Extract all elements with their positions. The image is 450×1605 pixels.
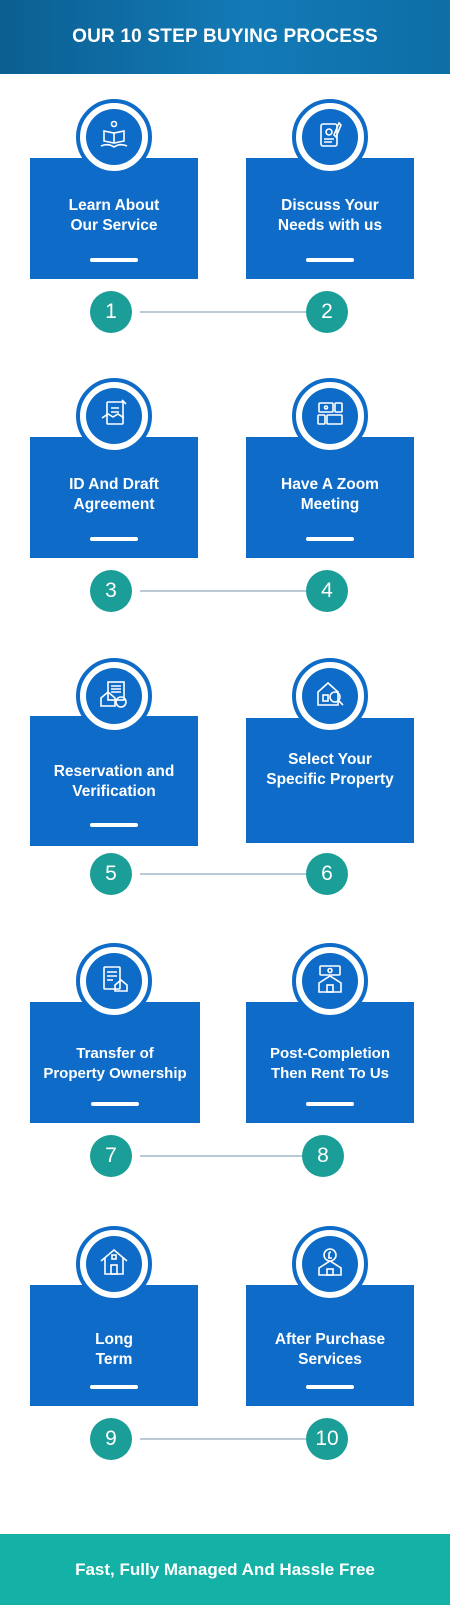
step-badge-7: [76, 943, 152, 1019]
card-underline: [90, 537, 138, 541]
step-number-8: 8: [302, 1135, 344, 1177]
header-banner: OUR 10 STEP BUYING PROCESS: [0, 0, 450, 74]
step-number-5: 5: [90, 853, 132, 895]
card-underline: [306, 1102, 354, 1106]
card-underline: [306, 537, 354, 541]
step-badge-10: [292, 1226, 368, 1302]
step-badge-3: [76, 378, 152, 454]
step-badge-8: [292, 943, 368, 1019]
footer-tagline: Fast, Fully Managed And Hassle Free: [75, 1559, 375, 1579]
video-call-icon: [314, 398, 346, 435]
coin-house-icon: [314, 1246, 346, 1283]
card-underline: [306, 258, 354, 262]
card-underline: [90, 1385, 138, 1389]
step-number-7: 7: [90, 1135, 132, 1177]
handshake-document-icon: [98, 398, 130, 435]
card-underline: [90, 823, 138, 827]
money-house-icon: [314, 963, 346, 1000]
step-number-3: 3: [90, 570, 132, 612]
house-search-icon: [314, 678, 346, 715]
card-underline: [91, 1102, 139, 1106]
house-icon: [98, 1246, 130, 1283]
book-icon: [98, 119, 130, 156]
step-number-9: 9: [90, 1418, 132, 1460]
step-number-10: 10: [306, 1418, 348, 1460]
step-number-4: 4: [306, 570, 348, 612]
connector-line: [140, 590, 310, 592]
step-badge-2: [292, 99, 368, 175]
connector-line: [140, 873, 310, 875]
card-underline: [90, 258, 138, 262]
step-badge-4: [292, 378, 368, 454]
step-number-2: 2: [306, 291, 348, 333]
step-number-6: 6: [306, 853, 348, 895]
connector-line: [140, 1155, 310, 1157]
step-badge-1: [76, 99, 152, 175]
step-badge-9: [76, 1226, 152, 1302]
footer-banner: Fast, Fully Managed And Hassle Free: [0, 1534, 450, 1605]
clipboard-pen-icon: [314, 119, 346, 156]
connector-line: [140, 1438, 310, 1440]
step-badge-6: [292, 658, 368, 734]
connector-line: [140, 311, 310, 313]
house-pound-icon: [98, 678, 130, 715]
step-badge-5: [76, 658, 152, 734]
page-title: OUR 10 STEP BUYING PROCESS: [72, 26, 378, 47]
card-underline: [306, 1385, 354, 1389]
checklist-house-icon: [98, 963, 130, 1000]
step-number-1: 1: [90, 291, 132, 333]
